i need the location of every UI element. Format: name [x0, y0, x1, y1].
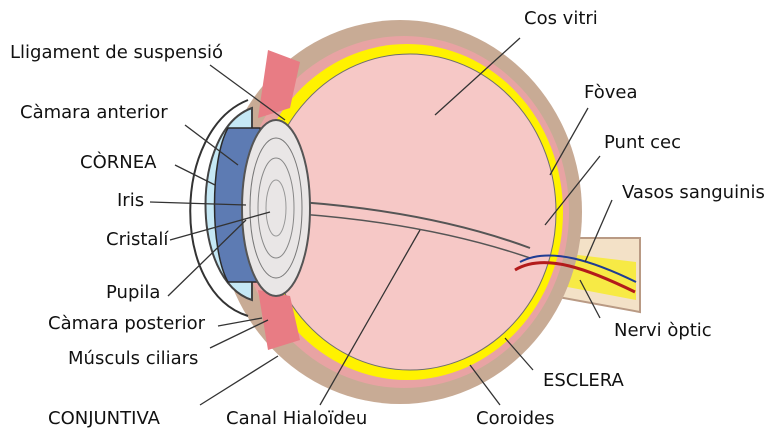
- label-nervi-optic: Nervi òptic: [614, 322, 712, 340]
- label-camara-posterior: Càmara posterior: [48, 315, 205, 333]
- label-cristali: Cristalí: [106, 231, 168, 249]
- label-pupila: Pupila: [106, 284, 160, 302]
- label-camara-anterior: Càmara anterior: [20, 104, 168, 122]
- label-canal-hialoideu: Canal Hialoïdeu: [226, 410, 367, 428]
- label-musculs-ciliars: Músculs ciliars: [68, 350, 198, 368]
- label-esclera: ESCLERA: [543, 372, 624, 390]
- label-coroides: Coroides: [476, 410, 554, 428]
- lens: [242, 120, 310, 296]
- label-cornea: CÒRNEA: [80, 154, 156, 172]
- label-iris: Iris: [117, 192, 144, 210]
- label-lligament: Lligament de suspensió: [10, 44, 223, 62]
- label-conjuntiva: CONJUNTIVA: [48, 410, 160, 428]
- label-punt-cec: Punt cec: [604, 134, 681, 152]
- leader-conjuntiva: [200, 356, 278, 405]
- label-vasos: Vasos sanguinis: [622, 184, 765, 202]
- label-cos-vitri: Cos vitri: [524, 10, 598, 28]
- leader-musculs: [210, 320, 268, 348]
- label-fovea: Fòvea: [584, 84, 637, 102]
